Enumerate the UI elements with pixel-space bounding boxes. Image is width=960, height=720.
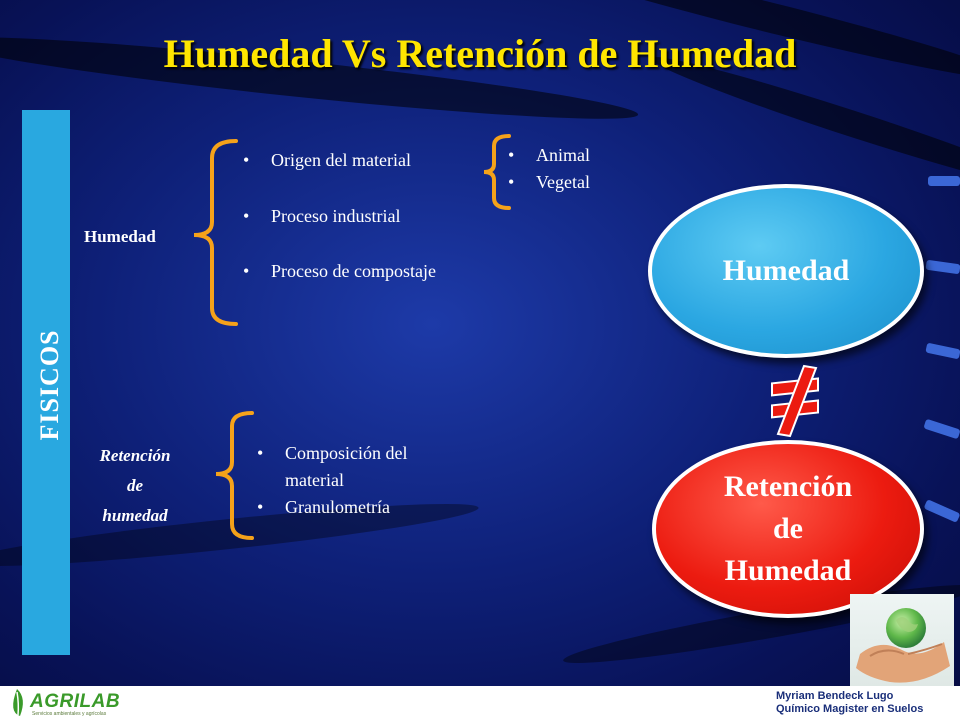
brace-group1 <box>193 139 238 326</box>
edge-dash <box>925 342 960 360</box>
brace-subitems <box>483 134 511 210</box>
group1-label: Humedad <box>84 227 156 246</box>
group2-label-line: Retención <box>99 446 171 465</box>
not-equal-icon <box>766 364 826 438</box>
edge-dash <box>928 176 960 186</box>
group1-list: Origen del material Proceso industrial P… <box>243 150 483 284</box>
group2-label-line: de <box>126 476 144 495</box>
author-credit: Myriam Bendeck Lugo Químico Magister en … <box>776 690 923 716</box>
ellipse-retencion-line: Humedad <box>724 554 852 587</box>
footer: AGRILAB Servicios ambientales y agrícola… <box>0 686 960 720</box>
list-item: Proceso de compostaje <box>243 258 441 284</box>
list-item: Vegetal <box>508 169 638 196</box>
list-item: Granulometría <box>257 494 467 521</box>
author-title: Químico Magister en Suelos <box>776 703 924 715</box>
ellipse-humedad: Humedad <box>648 184 924 358</box>
hands-globe-image <box>850 594 954 686</box>
author-name: Myriam Bendeck Lugo <box>776 690 894 702</box>
list-item: Composición del material <box>257 440 467 494</box>
list-item: Animal <box>508 142 638 169</box>
brace-group2 <box>215 411 254 540</box>
logo-subtext: Servicios ambientales y agrícolas <box>32 711 107 717</box>
logo-text: AGRILAB <box>30 691 121 712</box>
subitems-list: Animal Vegetal <box>508 142 638 196</box>
side-band <box>22 110 70 655</box>
ellipse-retencion-line: de <box>773 512 803 545</box>
side-label: FISICOS <box>35 329 64 441</box>
group2-list: Composición del material Granulometría <box>257 440 467 521</box>
ellipse-retencion-line: Retención <box>723 470 853 503</box>
list-item: Proceso industrial <box>243 206 483 227</box>
edge-dash <box>925 259 960 275</box>
edge-dash <box>923 499 960 523</box>
agrilab-logo: AGRILAB Servicios ambientales y agrícola… <box>6 688 121 718</box>
slide-title: Humedad Vs Retención de Humedad <box>163 31 797 76</box>
ellipse-retencion: Retención de Humedad <box>652 440 924 618</box>
group2-label-line: humedad <box>102 506 168 525</box>
edge-dash <box>923 418 960 440</box>
group2-label: Retención de humedad <box>80 441 190 531</box>
list-item: Origen del material <box>243 150 483 171</box>
